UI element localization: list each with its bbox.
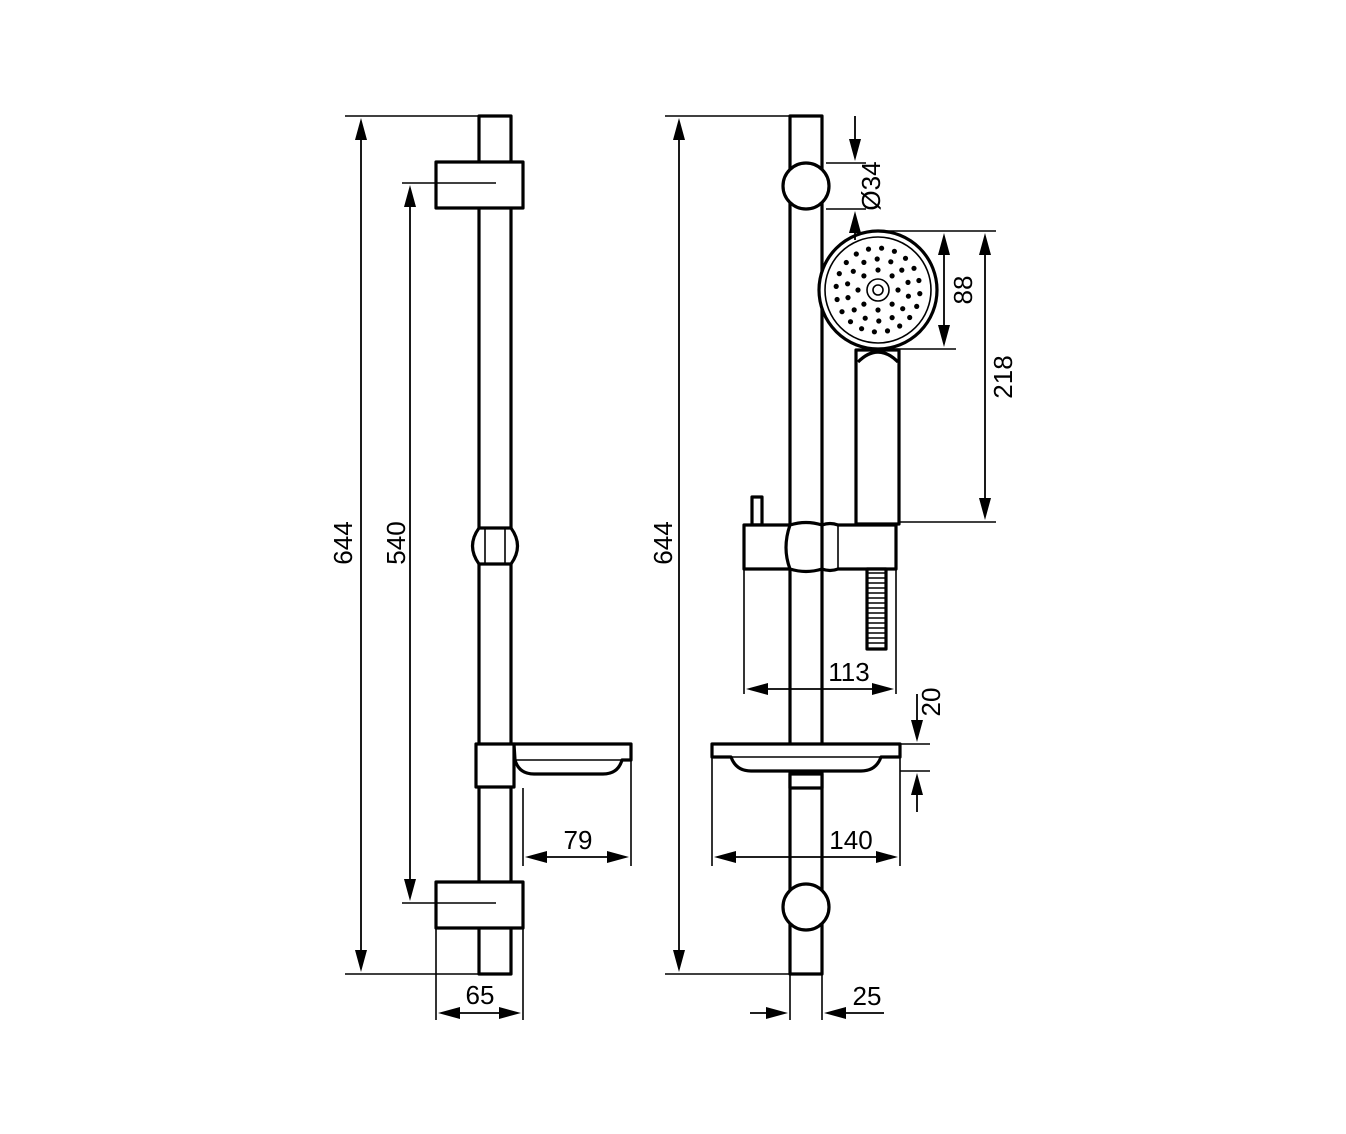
nozzle-dot (889, 273, 895, 279)
label-dish-thickness: 20 (916, 688, 946, 717)
nozzle-dot (889, 315, 895, 321)
nozzle-dot (874, 256, 880, 262)
nozzle-dot (861, 273, 867, 279)
nozzle-dot (861, 301, 867, 307)
nozzle-dot (843, 259, 849, 266)
label-left-total-height: 644 (328, 521, 358, 564)
label-holder-depth: 113 (828, 657, 869, 687)
nozzle-dot (905, 279, 911, 285)
label-right-total-height: 644 (648, 521, 678, 564)
side-view: 644 540 65 79 (328, 114, 633, 1020)
nozzle-dot (861, 259, 867, 265)
nozzle-dot (905, 293, 912, 299)
front-view-soap-dish (710, 742, 902, 790)
nozzle-dot (871, 329, 878, 335)
side-view-slider (470, 526, 520, 566)
hand-shower-handle (854, 348, 901, 526)
nozzle-dot (897, 323, 903, 329)
nozzle-dot (907, 314, 913, 321)
label-slider-diameter: Ø34 (856, 161, 886, 210)
nozzle-dot (851, 307, 857, 313)
nozzle-dot (911, 265, 917, 271)
nozzle-dot (875, 267, 881, 273)
nozzle-dot (847, 319, 854, 325)
nozzle-dot (862, 315, 868, 321)
nozzle-dot (916, 277, 922, 284)
nozzle-dot (889, 301, 895, 307)
label-left-bracket-depth: 65 (466, 980, 495, 1010)
nozzle-dot (891, 248, 898, 254)
hand-shower-head (817, 229, 939, 351)
nozzle-dot (884, 328, 891, 334)
nozzle-dot (850, 268, 856, 274)
label-dish-width: 140 (829, 825, 872, 855)
front-view-top-ball (781, 161, 831, 211)
nozzle-dot (855, 287, 861, 293)
nozzle-dot (876, 318, 882, 324)
nozzle-dot (914, 303, 920, 309)
front-view-bottom-ball (781, 882, 831, 932)
nozzle-dot (879, 245, 885, 251)
nozzle-dot (839, 309, 845, 315)
side-view-top-bracket (434, 160, 525, 210)
nozzle-dot (859, 326, 865, 332)
nozzle-dot (836, 271, 842, 277)
nozzle-dot (888, 259, 894, 265)
side-view-bottom-bracket (434, 880, 525, 930)
nozzle-dot (865, 246, 872, 252)
label-left-bracket-spacing: 540 (381, 521, 411, 564)
nozzle-dot (917, 291, 923, 297)
side-view-soap-dish (474, 742, 633, 789)
label-head-diameter: 88 (948, 276, 978, 305)
nozzle-dot (900, 306, 906, 312)
hand-shower-holder (742, 495, 898, 651)
nozzle-dot (834, 296, 840, 303)
front-view: 644 Ø34 88 218 113 20 140 25 (648, 114, 1018, 1020)
nozzle-dot (845, 281, 851, 287)
nozzle-dot (845, 295, 851, 301)
nozzle-dot (853, 251, 859, 257)
nozzle-dot (902, 255, 909, 261)
nozzle-dot (895, 287, 901, 293)
nozzle-dot (899, 267, 905, 273)
nozzle-dot (833, 283, 839, 289)
label-left-dish-depth: 79 (564, 825, 593, 855)
label-rail-diameter: 25 (853, 981, 882, 1011)
label-head-to-holder: 218 (988, 355, 1018, 398)
nozzle-dot (875, 307, 881, 313)
